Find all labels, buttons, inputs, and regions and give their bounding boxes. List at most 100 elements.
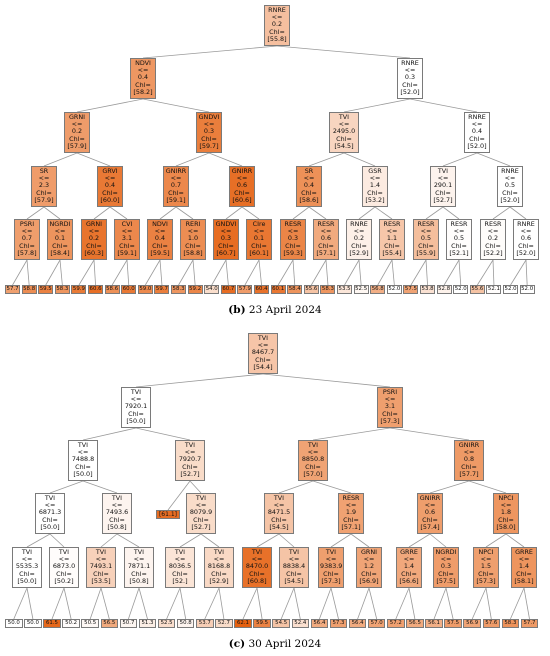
node-label: Chl= bbox=[422, 515, 438, 524]
node-label: Chl= bbox=[182, 462, 198, 471]
node-label: Chl= bbox=[402, 80, 418, 89]
tree-edge bbox=[443, 259, 460, 286]
node-threshold: 0.1 bbox=[54, 234, 66, 243]
node-label: Chl= bbox=[478, 569, 494, 578]
tree-edge bbox=[49, 533, 65, 548]
node-op: <= bbox=[88, 227, 100, 236]
node-value: [50.2] bbox=[54, 576, 74, 585]
node-op: <= bbox=[420, 227, 432, 236]
tree-edge bbox=[325, 259, 329, 286]
tree-edge bbox=[49, 480, 84, 494]
node-label: Chl= bbox=[461, 462, 477, 471]
tree-edge bbox=[278, 480, 314, 494]
node-threshold: 8850.8 bbox=[301, 455, 325, 464]
node-feature: TVI bbox=[325, 548, 337, 556]
node-label: Chl= bbox=[19, 569, 35, 578]
tree-edge bbox=[43, 206, 61, 220]
node-threshold: 8036.5 bbox=[168, 562, 192, 571]
node-label: Chl= bbox=[401, 569, 417, 578]
node-threshold: 0.6 bbox=[320, 234, 332, 243]
node-value: [59.3] bbox=[283, 248, 303, 257]
node-label: Chl= bbox=[42, 515, 58, 524]
tree-edge bbox=[126, 259, 130, 286]
node-label: Chl= bbox=[249, 569, 265, 578]
tree-edge bbox=[138, 587, 148, 620]
tree-edge bbox=[175, 152, 210, 167]
node-threshold: 0.7 bbox=[170, 181, 182, 190]
node-label: Chl= bbox=[119, 241, 135, 250]
node-value: [54.5] bbox=[284, 576, 304, 585]
node-threshold: 1.4 bbox=[369, 181, 381, 190]
node-op: <= bbox=[236, 174, 248, 183]
tree-leaf-value: 52.8 bbox=[436, 285, 452, 294]
node-threshold: 5535.3 bbox=[15, 562, 39, 571]
node-threshold: 6873.0 bbox=[52, 562, 76, 571]
node-feature: GNIRR bbox=[165, 167, 187, 175]
tree-edge bbox=[145, 259, 161, 286]
node-label: Chl= bbox=[469, 134, 485, 143]
node-op: <= bbox=[54, 227, 66, 236]
tree-edge bbox=[78, 259, 95, 286]
node-value: [60.0] bbox=[100, 195, 120, 204]
node-feature: TVI bbox=[130, 388, 142, 396]
node-feature: TVI bbox=[133, 548, 145, 556]
node-value: [53.2] bbox=[365, 195, 385, 204]
node-feature: GRRE bbox=[515, 548, 533, 556]
node-value: [56.6] bbox=[399, 576, 419, 585]
tree-edge bbox=[13, 587, 28, 620]
node-value: [59.7] bbox=[199, 141, 219, 150]
tree-leaf-value: 59.5 bbox=[253, 619, 271, 628]
tree-edge bbox=[225, 259, 229, 286]
node-value: [54.4] bbox=[253, 362, 273, 371]
node-op: <= bbox=[130, 395, 142, 404]
node-value: [53.5] bbox=[91, 576, 111, 585]
node-threshold: 2495.0 bbox=[332, 127, 356, 136]
node-label: Chl= bbox=[318, 241, 334, 250]
node-feature: RESR bbox=[417, 220, 435, 228]
node-threshold: 0.6 bbox=[236, 181, 248, 190]
tree-edge bbox=[330, 587, 339, 620]
tree-edge bbox=[505, 533, 525, 548]
tree-leaf-value: 51.3 bbox=[138, 619, 157, 628]
node-threshold: 0.3 bbox=[287, 234, 299, 243]
node-op: <= bbox=[404, 66, 416, 75]
node-op: <= bbox=[325, 555, 337, 564]
node-value: [58.4] bbox=[50, 248, 70, 257]
node-op: <= bbox=[203, 120, 215, 129]
node-op: <= bbox=[338, 120, 350, 129]
node-op: <= bbox=[480, 555, 492, 564]
node-threshold: 8079.9 bbox=[189, 508, 213, 517]
caption-b: (b) 23 April 2024 bbox=[0, 304, 550, 316]
tree-edge bbox=[93, 259, 96, 286]
node-value: [58.6] bbox=[299, 195, 319, 204]
node-label: Chl= bbox=[36, 188, 52, 197]
node-threshold: 1.2 bbox=[363, 562, 375, 571]
node-threshold: 1.4 bbox=[403, 562, 415, 571]
node-threshold: 0.3 bbox=[203, 127, 215, 136]
tree-edge bbox=[76, 152, 111, 167]
node-feature: CVI bbox=[121, 220, 133, 228]
tree-edge bbox=[312, 427, 391, 441]
node-threshold: 0.5 bbox=[504, 181, 516, 190]
tree-edge bbox=[485, 533, 507, 548]
node-op: <= bbox=[386, 227, 398, 236]
node-threshold: 0.3 bbox=[404, 73, 416, 82]
node-feature: GRRE bbox=[400, 548, 418, 556]
tree-leaf-value: 52.5 bbox=[353, 285, 369, 294]
node-feature: TVI bbox=[288, 548, 300, 556]
node-threshold: 8471.5 bbox=[267, 508, 291, 517]
